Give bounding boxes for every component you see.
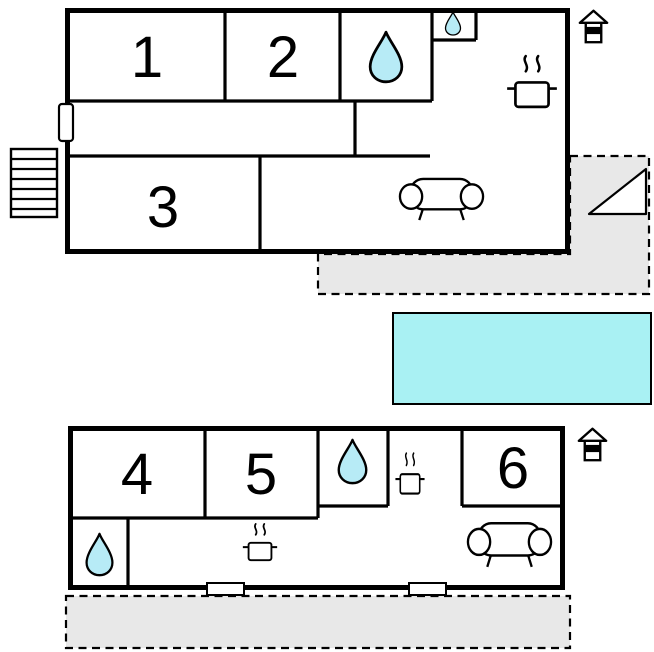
- upper-building-outline: [65, 8, 570, 254]
- lower-terrace: [64, 594, 572, 650]
- lower-interior-walls: [70, 428, 563, 588]
- room-label-6: 6: [496, 435, 530, 501]
- stairs-icon: [9, 147, 59, 219]
- room-label-5: 5: [244, 441, 278, 507]
- terrace-triangle-icon: [587, 167, 648, 216]
- swimming-pool: [392, 312, 652, 405]
- house-icon-lower: [577, 427, 608, 462]
- room-label-3: 3: [146, 174, 180, 240]
- room-label-4: 4: [120, 441, 154, 507]
- house-icon-upper: [578, 9, 609, 44]
- entrance-door-icon: [57, 102, 75, 143]
- room-label-2: 2: [266, 24, 300, 90]
- upper-interior-walls: [67, 10, 478, 252]
- window-icon-right: [408, 582, 447, 596]
- window-icon-left: [206, 582, 245, 596]
- room-label-1: 1: [130, 24, 164, 90]
